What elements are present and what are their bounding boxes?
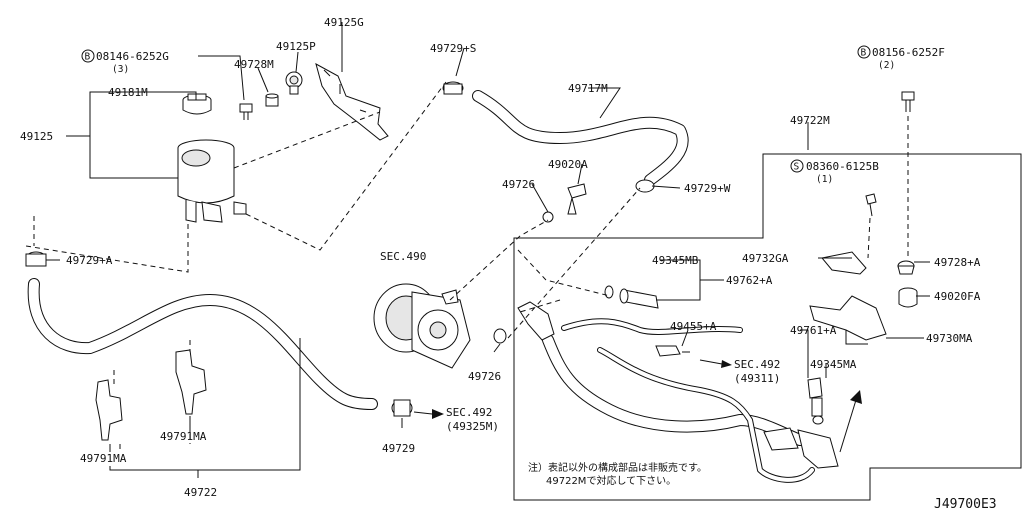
clip-49791ma-right[interactable] — [175, 349, 207, 415]
note-line-1: 注）表記以外の構成部品は非販売です。 — [528, 461, 707, 474]
diagram-id: J49700E3 — [934, 497, 997, 512]
label-49791ma-left: 49791MA — [80, 452, 127, 465]
pressure-tube[interactable] — [561, 318, 815, 483]
grommet-49728a[interactable] — [897, 260, 915, 275]
label-49345ma: 49345MA — [810, 358, 857, 371]
washer-49726-pump[interactable] — [493, 328, 507, 344]
grommet-49728m[interactable] — [265, 93, 279, 107]
label-49729-w: 49729+W — [684, 182, 731, 195]
dash-reservoir-bracket — [233, 81, 447, 251]
arrow-sec492b — [413, 411, 433, 415]
label-08146-6252g: 08146-6252G — [96, 50, 169, 63]
hose-49722[interactable] — [27, 278, 378, 410]
screw-marker-circle — [790, 159, 804, 173]
dash-box-links — [517, 116, 909, 313]
clamp-49729a[interactable] — [25, 251, 47, 267]
bracket-49125g[interactable] — [315, 62, 389, 141]
label-sec492-49311: SEC.492 — [734, 358, 780, 371]
oring-49345mb[interactable] — [604, 285, 614, 299]
junction-block[interactable] — [763, 427, 839, 469]
bushing-49020fa[interactable] — [898, 287, 918, 308]
subassembly-frame-outer — [513, 153, 1022, 501]
reservoir-cap[interactable] — [182, 93, 212, 115]
label-sec492-49325m: SEC.492 — [446, 406, 492, 419]
clamp-49729w[interactable] — [635, 179, 655, 193]
pressure-hose-49722m[interactable] — [542, 334, 806, 446]
dash-reservoir-to-hose — [25, 216, 189, 273]
pipe-end-fitting[interactable] — [517, 301, 555, 341]
label-49125: 49125 — [20, 130, 53, 143]
clip-49791ma-left[interactable] — [95, 379, 123, 441]
bolt-08146[interactable] — [239, 103, 253, 120]
bracket-49730ma[interactable] — [809, 295, 887, 341]
dash-pump-to-fitting — [449, 187, 641, 339]
arrow-install-direction — [839, 399, 857, 453]
label-49729-a: 49729+A — [66, 254, 113, 267]
union-49455a[interactable] — [655, 345, 690, 357]
sensor-49762a[interactable] — [619, 288, 659, 309]
label-49722: 49722 — [184, 486, 217, 499]
bolt-08156[interactable] — [901, 91, 915, 112]
clamp-49729s[interactable] — [442, 81, 464, 95]
label-49125p: 49125P — [276, 40, 316, 53]
label-49125g: 49125G — [324, 16, 364, 29]
label-08360-qty: (1) — [816, 174, 833, 185]
hose-49717m[interactable] — [472, 90, 689, 186]
label-49728-a: 49728+A — [934, 256, 981, 269]
screw-marker: S — [794, 162, 800, 173]
label-49728m: 49728M — [234, 58, 274, 71]
label-49729: 49729 — [382, 442, 415, 455]
arrow-sec492a-head — [721, 360, 732, 368]
label-sec490: SEC.490 — [380, 250, 426, 263]
label-49732ga: 49732GA — [742, 252, 789, 265]
bolt-marker-left: B — [85, 52, 91, 63]
label-49761-a: 49761+A — [790, 324, 837, 337]
bolt-marker-circle-left — [81, 49, 95, 63]
label-49762-a: 49762+A — [726, 274, 773, 287]
union-49020a[interactable] — [567, 183, 587, 215]
label-08156-qty: (2) — [878, 60, 895, 71]
connector-49761a[interactable] — [807, 377, 823, 417]
label-49726-top: 49726 — [502, 178, 535, 191]
oring-49345ma[interactable] — [812, 415, 824, 425]
label-08156-6252f: 08156-6252F — [872, 46, 945, 59]
bolt-marker-circle-right — [857, 45, 871, 59]
label-49791ma-right: 49791MA — [160, 430, 207, 443]
label-49455-a: 49455+A — [670, 320, 717, 333]
label-49181m: 49181M — [108, 86, 148, 99]
label-49020fa: 49020FA — [934, 290, 981, 303]
bolt-marker-right: B — [861, 48, 867, 59]
collar-49125p[interactable] — [285, 71, 303, 95]
reservoir-tank[interactable] — [177, 139, 247, 223]
bolt-08360[interactable] — [865, 193, 877, 217]
leaders — [46, 22, 930, 478]
label-08360-6125b: 08360-6125B — [806, 160, 879, 173]
clamp-49729[interactable] — [391, 399, 413, 417]
label-49722m: 49722M — [790, 114, 830, 127]
arrow-install-direction-head — [850, 390, 862, 404]
label-sec492-49325m-sub: (49325M) — [446, 420, 499, 433]
label-49730ma: 49730MA — [926, 332, 973, 345]
label-49345mb: 49345MB — [652, 254, 699, 267]
label-49729-s: 49729+S — [430, 42, 476, 55]
label-49717m: 49717M — [568, 82, 608, 95]
label-08146-qty: (3) — [112, 64, 129, 75]
label-sec492-49311-sub: (49311) — [734, 372, 780, 385]
label-49020a: 49020A — [548, 158, 588, 171]
bracket-49732ga[interactable] — [821, 251, 867, 275]
arrow-sec492b-head — [432, 409, 444, 419]
note-line-2: 49722Mで対応して下さい。 — [546, 474, 676, 487]
power-steering-pump[interactable] — [373, 283, 471, 369]
arrow-sec492a — [699, 359, 723, 365]
label-49726-pump: 49726 — [468, 370, 501, 383]
